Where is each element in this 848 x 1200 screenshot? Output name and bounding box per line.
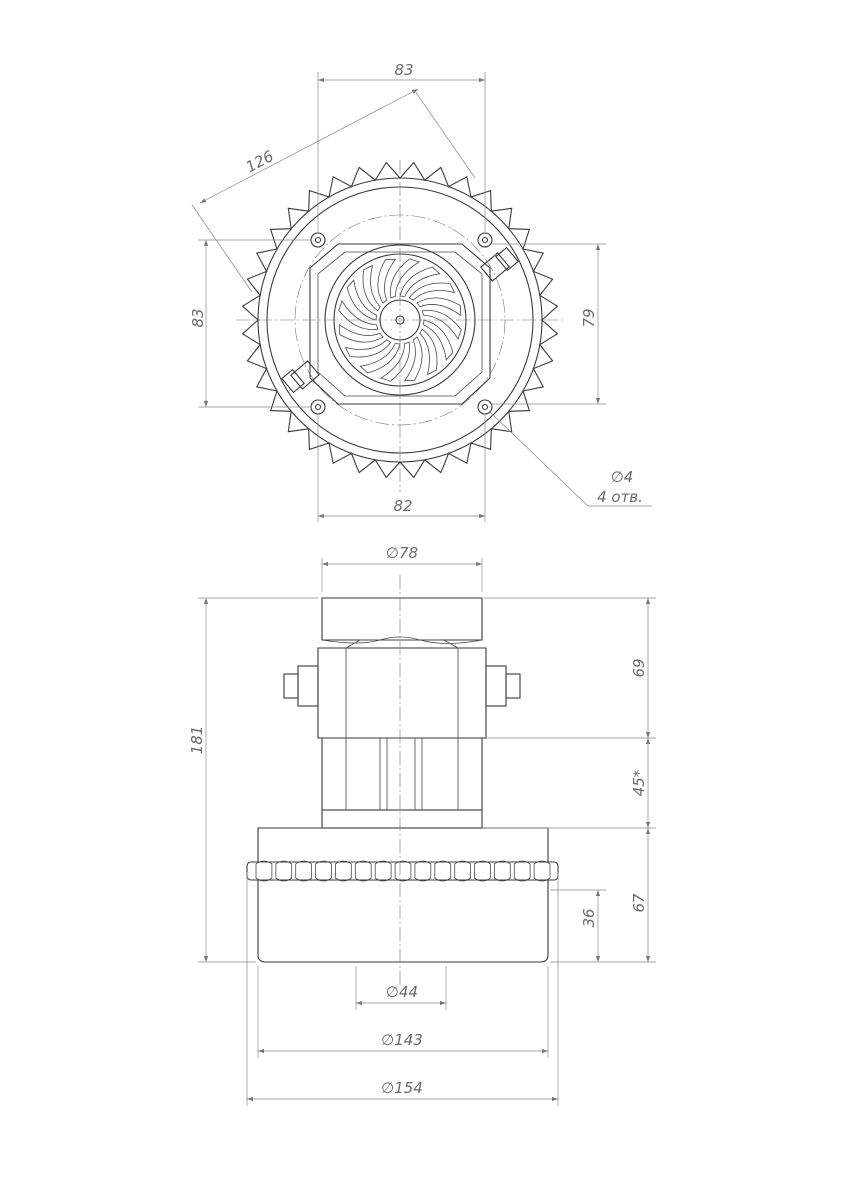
- motor-frame-inner: [317, 251, 483, 397]
- dim-inner-height: 36: [580, 908, 598, 927]
- fan-blade: [362, 264, 381, 312]
- fan-blade: [338, 300, 379, 331]
- flange-tooth: [474, 860, 491, 882]
- flange-tooth: [454, 860, 471, 882]
- top-cap: [321, 597, 483, 641]
- flange-tooth: [275, 860, 293, 882]
- flange-tooth: [255, 860, 273, 882]
- mounting-holes: [310, 232, 493, 415]
- dim-hole-diameter: ∅4: [611, 468, 634, 486]
- flange-tooth: [513, 860, 531, 882]
- terminal-right: [480, 246, 519, 282]
- fan-blade: [408, 282, 456, 301]
- dim-bottom-width: 82: [393, 497, 412, 515]
- fan-blade: [389, 258, 420, 299]
- fan-body: [257, 827, 549, 863]
- dim-middle-height: 45*: [630, 769, 648, 796]
- fan-blade: [380, 341, 411, 382]
- side-view: [246, 575, 559, 985]
- fan-blade: [346, 279, 377, 321]
- flange-tooth: [295, 860, 312, 882]
- brush-holder-right: [485, 665, 521, 707]
- flange-tooth: [494, 860, 511, 882]
- flange-band: [246, 861, 559, 881]
- fan-blade: [421, 309, 462, 340]
- lower-body: [257, 879, 549, 963]
- flange-tooth: [434, 860, 452, 882]
- serrated-flange: [246, 860, 559, 882]
- flange-tooth: [315, 860, 332, 882]
- dim-body-diameter: ∅143: [381, 1031, 423, 1049]
- dim-total-height: 181: [188, 726, 206, 755]
- housing-shoulder: [345, 639, 459, 649]
- flange-tooth: [354, 860, 372, 882]
- dim-hole-count: 4 отв.: [597, 488, 643, 506]
- brush-holder-left: [283, 665, 319, 707]
- stator-base: [321, 809, 483, 829]
- dim-outlet-diameter: ∅44: [386, 983, 418, 1001]
- top-view: [236, 160, 566, 492]
- terminal-left: [281, 360, 320, 394]
- fan-blade: [419, 328, 438, 376]
- fan-blade: [423, 319, 454, 361]
- side-view-dimensions: ∅78 181 69 45* 67 36 ∅44 ∅143: [188, 544, 656, 1106]
- dim-left-height: 83: [189, 308, 207, 327]
- dim-lower-height: 67: [630, 893, 648, 913]
- flange-tooth: [374, 860, 392, 882]
- fan-blades: [338, 258, 462, 382]
- upper-housing: [317, 647, 487, 739]
- top-view-dimensions: 83 126 83 79 82 ∅4 4 отв.: [189, 61, 652, 522]
- dim-flange-diameter: ∅154: [381, 1079, 423, 1097]
- flange-tooth: [335, 860, 352, 882]
- motor-frame: [309, 243, 491, 405]
- dim-right-height: 79: [580, 308, 598, 327]
- fan-blade: [377, 258, 397, 304]
- dim-shaft-diameter: ∅78: [386, 544, 418, 562]
- fan-blade: [399, 266, 441, 297]
- fan-blade: [338, 323, 384, 343]
- flange-tooth: [394, 860, 412, 882]
- dim-top-width: 83: [394, 61, 413, 79]
- flange-tooth: [414, 860, 432, 882]
- fan-blade: [403, 336, 423, 382]
- fan-blade: [344, 339, 392, 358]
- flange-tooth: [533, 860, 551, 882]
- fan-blade: [359, 343, 401, 374]
- dim-upper-height: 69: [630, 658, 648, 677]
- fan-blade: [416, 297, 462, 317]
